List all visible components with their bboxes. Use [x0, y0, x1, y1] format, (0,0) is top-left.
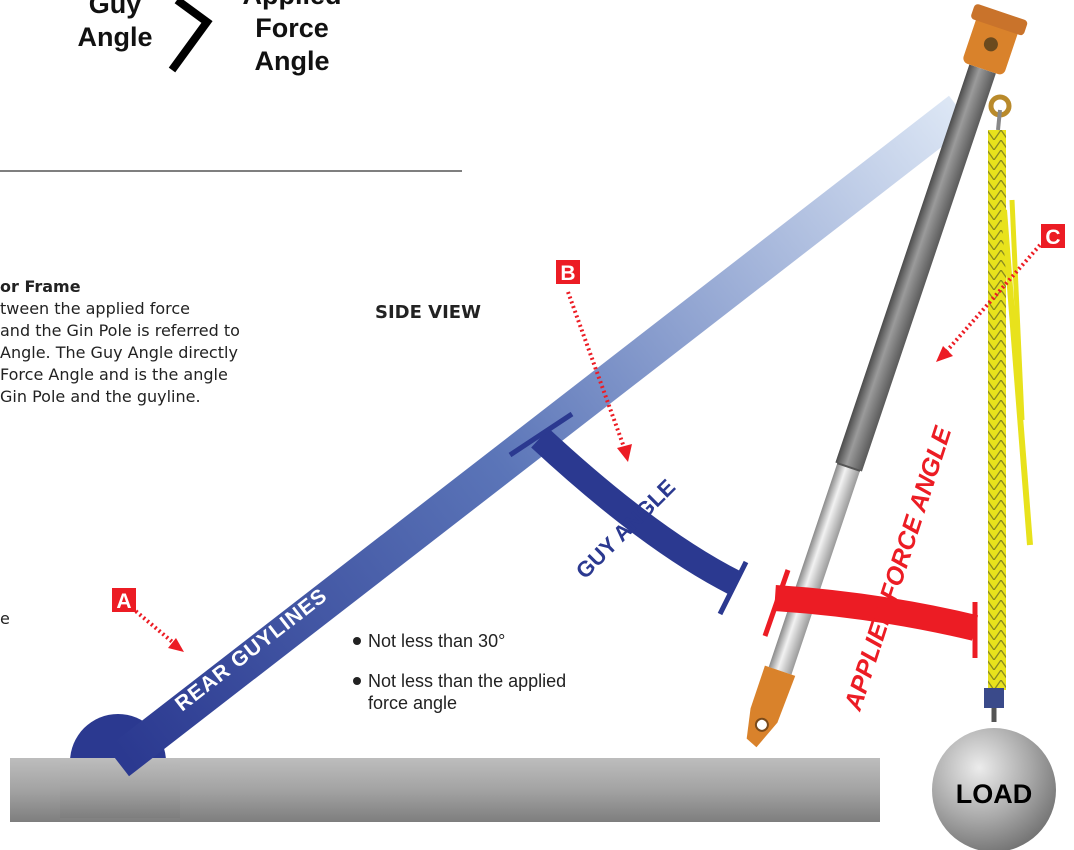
applied-force-angle-indicator	[762, 569, 979, 658]
load-label: LOAD	[956, 779, 1033, 809]
description-title: or Frame	[0, 277, 81, 296]
marker-c	[1041, 224, 1065, 248]
header-left-label: Guy Angle	[60, 0, 170, 54]
pointer-b	[566, 291, 632, 462]
chevron-right-icon	[168, 0, 213, 73]
description: or Frame tween the applied force and the…	[0, 276, 310, 408]
gin-pole	[746, 4, 1028, 748]
bullet-dot	[353, 677, 361, 685]
header-left-word: Angle	[77, 22, 153, 52]
header-right-word: Force	[255, 13, 329, 43]
view-label: SIDE VIEW	[375, 302, 481, 323]
list-item: Not less than the applied	[368, 671, 567, 691]
description-line: Force Angle and is the angle	[0, 365, 228, 384]
hook	[984, 94, 1012, 722]
load-weight	[932, 728, 1056, 850]
marker-b-label: B	[560, 262, 575, 285]
header-right-word: Applied	[222, 0, 362, 12]
pointer-c	[936, 243, 1042, 362]
marker-b	[556, 260, 580, 284]
list-item: Not less than 30°	[368, 631, 506, 651]
header-left-word: Guy	[88, 0, 142, 19]
list-item: force angle	[368, 693, 458, 713]
rear-guylines-label: REAR GUYLINES	[171, 584, 332, 716]
description-line: Angle. The Guy Angle directly	[0, 343, 238, 362]
hoist-rope	[988, 130, 1033, 690]
header-right-word: Angle	[254, 46, 330, 76]
description-line: tween the applied force	[0, 299, 190, 318]
marker-c-label: C	[1045, 226, 1060, 249]
description-fragment: e	[0, 609, 10, 628]
marker-a-label: A	[116, 590, 131, 613]
marker-a	[112, 588, 136, 612]
description-line: Gin Pole and the guyline.	[0, 387, 201, 406]
description-line: and the Gin Pole is referred to	[0, 321, 240, 340]
guy-angle-indicator	[508, 411, 749, 616]
pointer-a	[130, 606, 184, 652]
requirements-list: Not less than 30° Not less than the appl…	[368, 630, 566, 714]
header-right-label: Applied Force Angle	[222, 0, 362, 78]
bullet-dot	[353, 637, 361, 645]
